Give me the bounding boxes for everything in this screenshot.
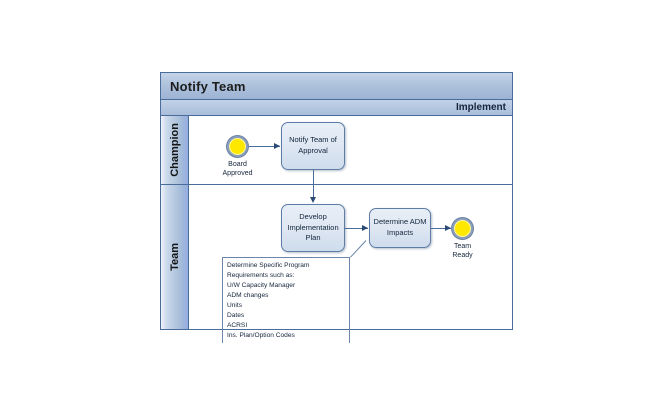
annotation-leader-line [350,240,367,258]
event-label-line-1: Board [228,161,247,168]
flow-board-approved-to-notify [249,146,280,147]
annotation-line: ADM changes [227,292,269,300]
start-event-board-approved-label: Board Approved [207,160,268,179]
pool-title-bar: Notify Team [161,73,512,100]
task-develop-implementation-plan[interactable]: Develop Implementation Plan [281,204,345,252]
event-label-line-1: Team [453,243,472,250]
annotation-note: Determine Specific Program Requirements … [222,257,350,344]
pool-title-label: Notify Team [170,78,246,94]
process-pool: Notify Team Implement Champion Board App… [160,72,513,344]
phase-band: Implement [161,100,512,116]
flow-arrowhead-down [309,197,316,203]
flow-arrowhead-right [362,224,368,231]
end-event-team-ready-label: Team Ready [434,242,491,261]
annotation-line: Dates [227,312,245,320]
flow-determine-to-team-ready [431,228,451,229]
task-notify-team-of-approval[interactable]: Notify Team of Approval [281,122,345,170]
flow-arrowhead-right [445,224,451,231]
annotation-line: U/W Capacity Manager [227,282,296,290]
task-label: Determine ADM Impacts [373,217,427,237]
event-label-line-2: Ready [452,252,473,260]
lane-body-team: Develop Implementation Plan Determine AD… [189,185,512,344]
task-determine-adm-impacts[interactable]: Determine ADM Impacts [369,208,431,248]
lane-body-champion: Board Approved Notify Team of Approval [189,116,512,185]
flow-arrowhead-right [274,142,280,149]
phase-label: Implement [455,102,506,113]
annotation-line: Units [227,302,243,310]
flow-notify-to-develop-upper [313,170,314,185]
annotation-line: Requirements such as: [227,272,295,280]
lane-header-team: Team [161,185,189,329]
annotation-line: Ins. Plan/Option Codes [227,332,295,340]
annotation-line: Determine Specific Program [227,262,310,269]
start-event-board-approved[interactable] [227,136,248,157]
flow-develop-to-determine [345,228,368,229]
lane-team: Team Develop Implementation Plan Determi… [161,185,512,344]
lane-label-champion: Champion [168,123,181,177]
lane-header-champion: Champion [161,116,189,184]
end-event-team-ready[interactable] [452,218,473,239]
task-label: Notify Team of Approval [289,135,337,155]
task-label: Develop Implementation Plan [287,211,339,243]
lane-label-team: Team [168,243,181,271]
lane-champion: Champion Board Approved Notify Team of A… [161,116,512,185]
flow-notify-to-develop-lower [313,185,314,198]
event-label-line-2: Approved [222,170,253,178]
annotation-line: ACRSI [227,322,248,330]
